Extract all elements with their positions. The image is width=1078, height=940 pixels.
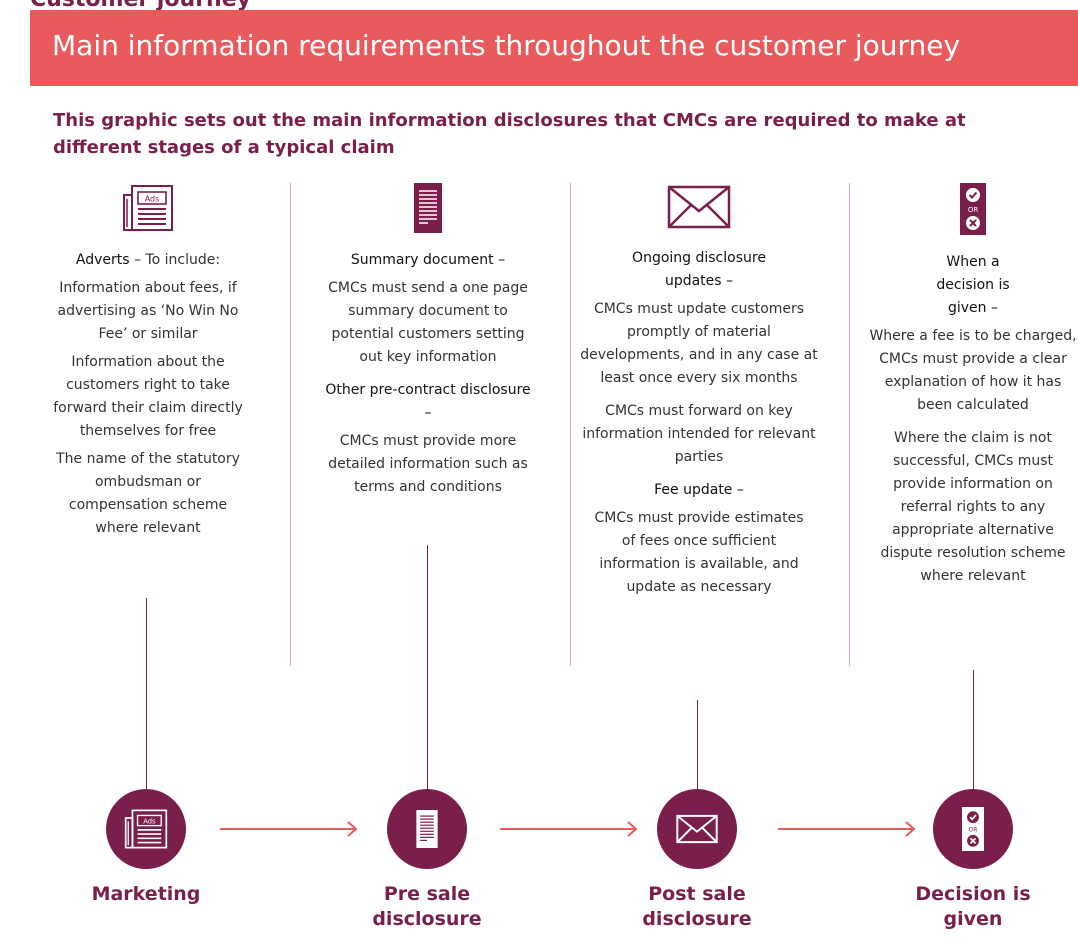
stage-label-pre-sale: Pre sale disclosure (372, 883, 482, 930)
arrow-right-icon (220, 821, 358, 837)
adverts-line: Information about fees, if advertising a… (57, 280, 239, 342)
newspaper-ads-icon: Ads (124, 809, 168, 849)
banner-title: Main information requirements throughout… (52, 29, 961, 62)
post-sale-circle (657, 789, 737, 869)
adverts-heading: Adverts (75, 252, 130, 268)
adverts-heading-rest: – To include: (129, 252, 221, 268)
forward-text: CMCs must forward on key information int… (582, 403, 816, 465)
stage-label-post-sale: Post sale disclosure (642, 883, 752, 930)
svg-text:OR: OR (968, 206, 979, 214)
precontract-text: CMCs must provide more detailed informat… (328, 433, 528, 495)
fee-text: CMCs must provide estimates of fees once… (594, 510, 804, 595)
column-adverts: Ads Adverts – To include: Information ab… (46, 183, 250, 545)
svg-text:Ads: Ads (143, 818, 156, 826)
newspaper-ads-icon: Ads (123, 185, 173, 231)
decision-icon: OR (960, 183, 986, 235)
adverts-line: Information about the customers right to… (53, 354, 243, 439)
svg-text:OR: OR (969, 828, 978, 834)
column-decision: OR When a decision is given – Where a fe… (868, 183, 1078, 593)
column-pre-sale: Summary document – CMCs must send a one … (323, 183, 533, 504)
column-divider (290, 183, 291, 666)
envelope-icon (667, 185, 731, 229)
column-divider (570, 183, 571, 666)
ongoing-heading: Ongoing disclosure updates – (632, 250, 766, 289)
adverts-line: The name of the statutory ombudsman or c… (56, 451, 240, 536)
connector-line (697, 700, 698, 791)
decision-text-2: Where the claim is not successful, CMCs … (880, 430, 1066, 584)
envelope-icon (676, 814, 718, 844)
partial-title: Customer journey (30, 0, 251, 12)
connector-line (146, 598, 147, 791)
fee-heading: Fee update – (654, 482, 744, 498)
connector-line (973, 670, 974, 791)
decision-icon: OR (962, 807, 984, 851)
stage-label-decision: Decision is given (915, 883, 1031, 930)
marketing-circle: Ads (106, 789, 186, 869)
summary-heading: Summary document – (350, 252, 506, 268)
connector-line (427, 545, 428, 791)
arrow-right-icon (778, 821, 916, 837)
precontract-heading: Other pre-contract disclosure – (325, 382, 531, 421)
document-icon (416, 810, 438, 848)
column-divider (849, 183, 850, 666)
arrow-right-icon (500, 821, 638, 837)
document-icon (414, 183, 442, 233)
intro-text: This graphic sets out the main informati… (53, 110, 966, 158)
ongoing-text: CMCs must update customers promptly of m… (580, 301, 818, 386)
title-banner: Main information requirements throughout… (30, 10, 1078, 86)
decision-circle: OR (933, 789, 1013, 869)
summary-text: CMCs must send a one page summary docume… (328, 280, 528, 365)
column-post-sale: Ongoing disclosure updates – CMCs must u… (578, 183, 820, 604)
decision-text: Where a fee is to be charged, CMCs must … (869, 328, 1077, 413)
svg-text:Ads: Ads (145, 195, 160, 204)
decision-heading: When a decision is given – (936, 254, 1010, 316)
pre-sale-circle (387, 789, 467, 869)
stage-label-marketing: Marketing (91, 883, 201, 905)
